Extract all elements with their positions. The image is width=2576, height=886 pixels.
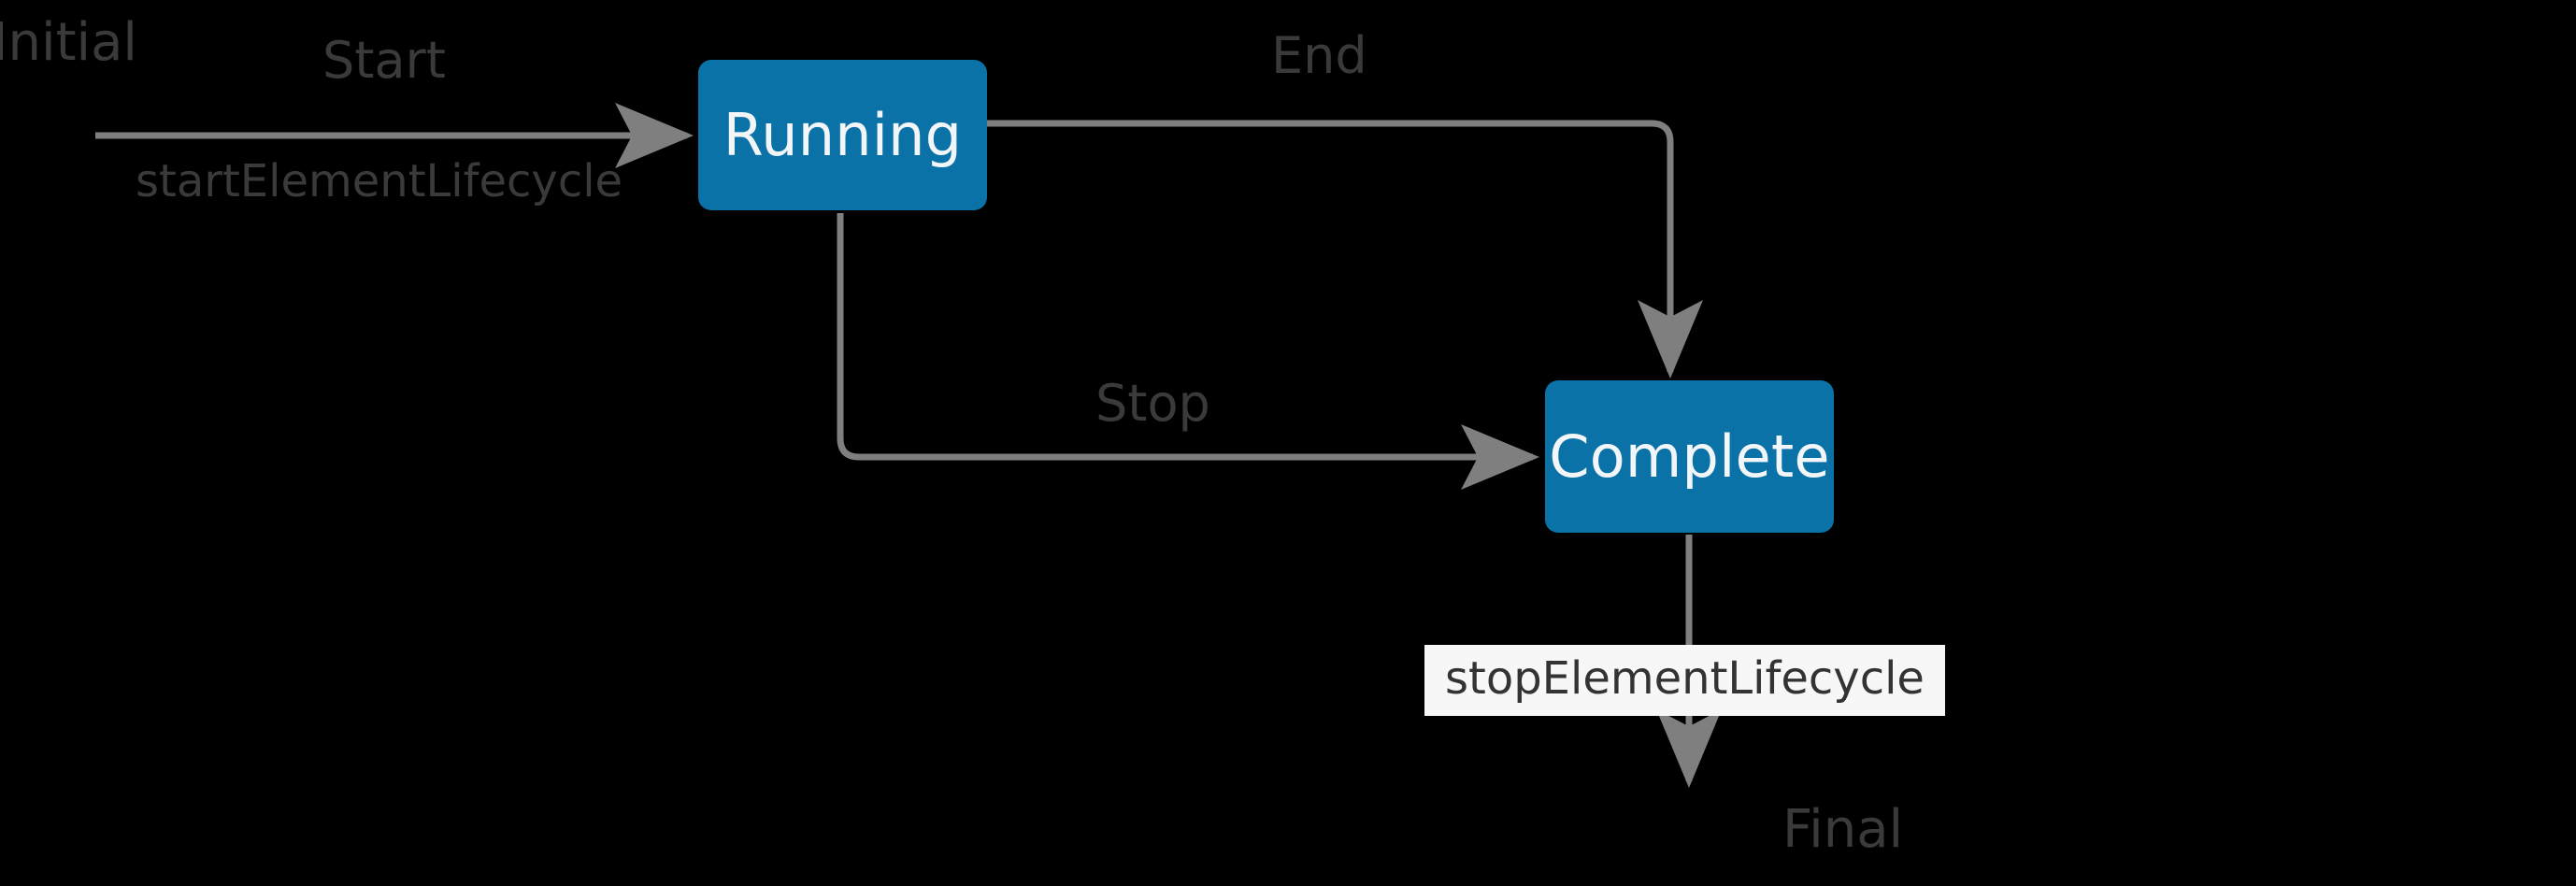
edge-event-start-element-lifecycle: startElementLifecycle bbox=[136, 155, 623, 207]
edge-label-stop: Stop bbox=[1095, 374, 1210, 433]
pseudo-state-initial-label: Initial bbox=[0, 12, 137, 73]
state-node-running-label: Running bbox=[723, 100, 963, 169]
edge-stop-path bbox=[837, 213, 1539, 490]
state-node-complete[interactable]: Complete bbox=[1545, 380, 1834, 533]
pseudo-state-final-label: Final bbox=[1782, 799, 1904, 860]
edge-end-path bbox=[987, 120, 1703, 379]
edge-event-stop-element-lifecycle: stopElementLifecycle bbox=[1424, 645, 1945, 716]
state-node-complete-label: Complete bbox=[1549, 422, 1830, 491]
edge-label-end: End bbox=[1271, 26, 1367, 85]
state-node-running[interactable]: Running bbox=[698, 60, 987, 210]
edge-label-start: Start bbox=[322, 31, 446, 90]
